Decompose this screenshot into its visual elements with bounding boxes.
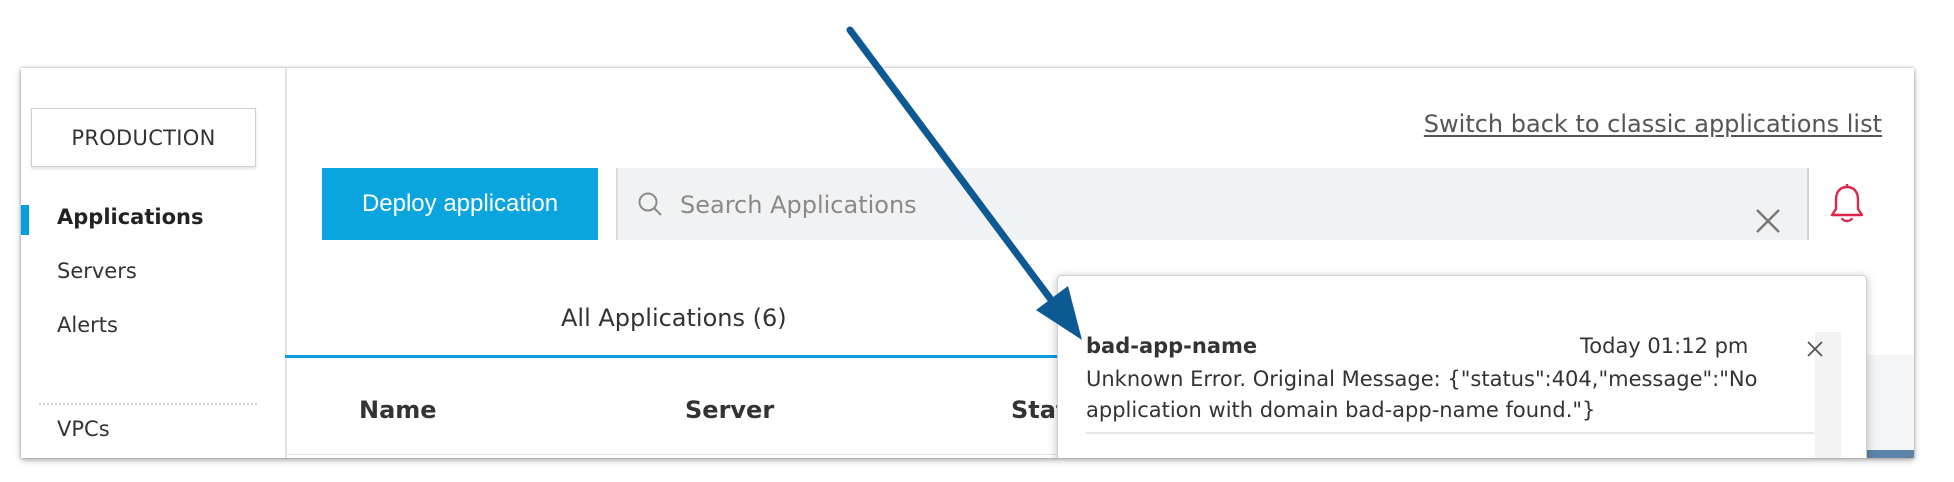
switch-classic-link[interactable]: Switch back to classic applications list (1423, 110, 1882, 138)
search-input[interactable] (678, 168, 1682, 242)
notification-message: Unknown Error. Original Message: {"statu… (1086, 367, 1758, 422)
tab-active-underline (285, 355, 1105, 358)
side-panel-strip (1864, 355, 1914, 458)
sidebar-item-applications[interactable]: Applications (57, 205, 204, 229)
active-indicator (21, 205, 29, 235)
search-divider (1807, 168, 1809, 240)
notification-title: bad-app-name (1086, 334, 1258, 358)
search-bar (616, 168, 1809, 242)
environment-selector[interactable]: PRODUCTION (31, 108, 256, 167)
app-window: PRODUCTION Applications Servers Alerts V… (21, 68, 1914, 458)
notification-time: Today 01:12 pm (1580, 334, 1749, 358)
notification-popup: bad-app-name Today 01:12 pm Unknown Erro… (1057, 275, 1867, 458)
column-header-name[interactable]: Name (359, 396, 437, 424)
sidebar-item-vpcs[interactable]: VPCs (57, 417, 110, 441)
sidebar-item-servers[interactable]: Servers (57, 259, 137, 283)
tab-all-applications[interactable]: All Applications (6) (561, 304, 787, 332)
search-icon (638, 192, 662, 216)
sidebar: PRODUCTION Applications Servers Alerts V… (21, 68, 287, 458)
close-icon[interactable] (1806, 340, 1824, 358)
column-header-server[interactable]: Server (685, 396, 775, 424)
bell-icon[interactable] (1827, 183, 1867, 225)
notification-divider (1086, 432, 1814, 434)
side-panel-accent (1864, 450, 1914, 458)
sidebar-item-alerts[interactable]: Alerts (57, 313, 118, 337)
close-icon[interactable] (1755, 208, 1781, 234)
deploy-application-button[interactable]: Deploy application (322, 168, 598, 240)
sidebar-divider (39, 403, 257, 405)
